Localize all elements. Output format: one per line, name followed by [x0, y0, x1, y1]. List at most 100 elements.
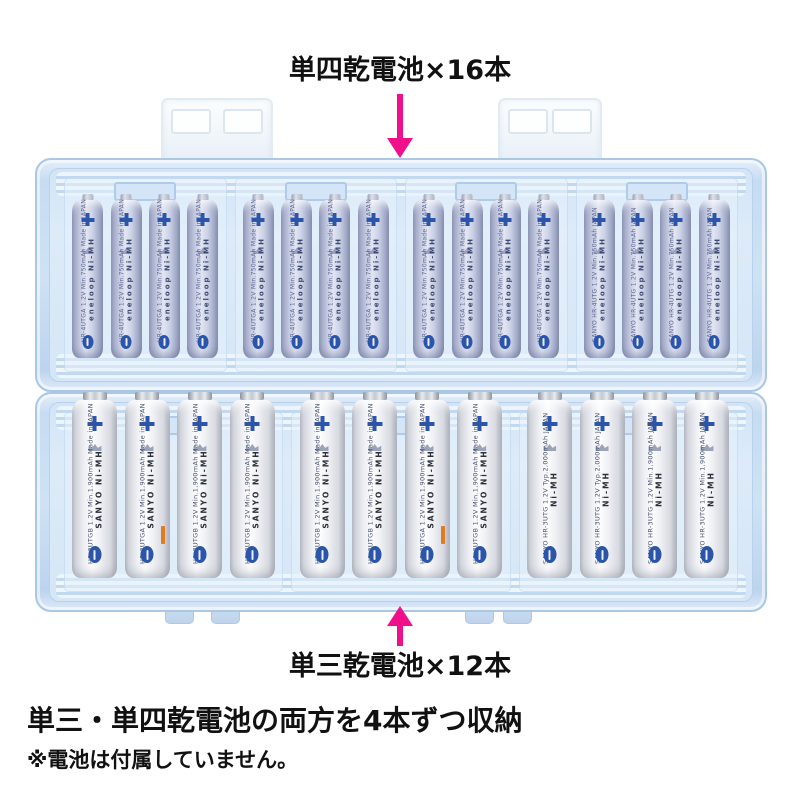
plus-mark-icon [707, 213, 721, 226]
crown-logo-icon [708, 248, 720, 254]
crown-logo-icon [329, 248, 341, 254]
positive-terminal [329, 194, 341, 200]
battery-label: HR-3UTGA 1.2V Min.1,900mAh Made in JAPAN… [418, 403, 436, 564]
positive-terminal [252, 194, 264, 200]
battery-label: HR-3UTGB 1.2V Min.1,900mAh Made in JAPAN… [243, 403, 261, 564]
positive-terminal [240, 392, 265, 400]
case-latch-tab [498, 98, 602, 164]
crown-logo-icon [315, 444, 329, 451]
positive-terminal [538, 194, 550, 200]
aa-battery: HR-3UTGB 1.2V Min.1,900mAh Made in JAPAN… [177, 392, 223, 578]
positive-terminal [670, 194, 682, 200]
battery-compartment: HR-3UTGB 1.2V Min.1,900mAh Made in JAPAN… [64, 392, 284, 592]
indicator-dot [88, 546, 102, 563]
crown-logo-icon [88, 444, 102, 451]
crown-logo-icon [499, 248, 511, 254]
battery-label: HR-3UTGB 1.2V Min.1,900mAh Made in JAPAN… [366, 403, 384, 564]
indicator-dot [367, 335, 379, 349]
plus-mark-icon [119, 213, 133, 226]
crown-logo-icon [670, 248, 682, 254]
indicator-dot [700, 546, 714, 563]
positive-terminal [708, 194, 720, 200]
positive-terminal [120, 194, 132, 200]
positive-terminal [291, 194, 303, 200]
crown-logo-icon [423, 248, 435, 254]
plus-mark-icon [699, 416, 715, 431]
crown-logo-icon [368, 444, 382, 451]
indicator-dot [595, 546, 609, 563]
down-arrow-icon [397, 94, 403, 140]
plus-mark-icon [542, 416, 558, 431]
crown-logo-icon [197, 248, 209, 254]
plus-mark-icon [87, 416, 103, 431]
plus-mark-icon [290, 213, 304, 226]
case-interior: HR-3UTGB 1.2V Min.1,900mAh Made in JAPAN… [49, 392, 753, 602]
crown-logo-icon [367, 248, 379, 254]
aa-compartments: HR-3UTGB 1.2V Min.1,900mAh Made in JAPAN… [64, 392, 738, 592]
plus-mark-icon [251, 213, 265, 226]
crown-logo-icon [648, 444, 662, 451]
indicator-dot [648, 546, 662, 563]
crown-logo-icon [420, 444, 434, 451]
plus-mark-icon [594, 416, 610, 431]
crown-logo-icon [700, 444, 714, 451]
indicator-dot [291, 335, 303, 349]
battery-row: HR-3UTGB 1.2V Min.1,900mAh Made in JAPAN… [292, 392, 509, 578]
plus-mark-icon [592, 213, 606, 226]
plus-mark-icon [244, 416, 260, 431]
battery-label: HR-3UTGB 1.2V Min.1,900mAh Made in JAPAN… [86, 403, 104, 564]
battery-row: HR-3UTGB 1.2V Min.1,900mAh Made in JAPAN… [65, 392, 282, 578]
positive-terminal [593, 194, 605, 200]
indicator-dot [197, 335, 209, 349]
indicator-dot [158, 335, 170, 349]
indicator-dot [499, 335, 511, 349]
positive-terminal [499, 194, 511, 200]
aaa-count-label: 単四乾電池×16本 [288, 55, 512, 86]
plus-mark-icon [192, 416, 208, 431]
battery-case-bottom-half: HR-3UTGB 1.2V Min.1,900mAh Made in JAPAN… [35, 392, 767, 612]
indicator-dot [593, 335, 605, 349]
positive-terminal [158, 194, 170, 200]
indicator-dot [252, 335, 264, 349]
positive-terminal [642, 392, 667, 400]
case-latch-tab [161, 98, 273, 164]
crown-logo-icon [158, 248, 170, 254]
down-arrow-head-icon [387, 138, 413, 158]
positive-terminal [197, 194, 209, 200]
plus-mark-icon [422, 213, 436, 226]
battery-compartment: HR-3UTGB 1.2V Min.1,900mAh Made in JAPAN… [291, 392, 511, 592]
plus-mark-icon [669, 213, 683, 226]
product-caption: 単三・単四乾電池の両方を4本ずつ収納 [27, 704, 523, 737]
plus-mark-icon [537, 213, 551, 226]
plus-mark-icon [139, 416, 155, 431]
plus-mark-icon [460, 213, 474, 226]
plus-mark-icon [472, 416, 488, 431]
indicator-dot [120, 335, 132, 349]
aa-battery: HR-3UTGB 1.2V Min.1,900mAh Made in JAPAN… [457, 392, 503, 578]
plus-mark-icon [366, 213, 380, 226]
indicator-dot [632, 335, 644, 349]
